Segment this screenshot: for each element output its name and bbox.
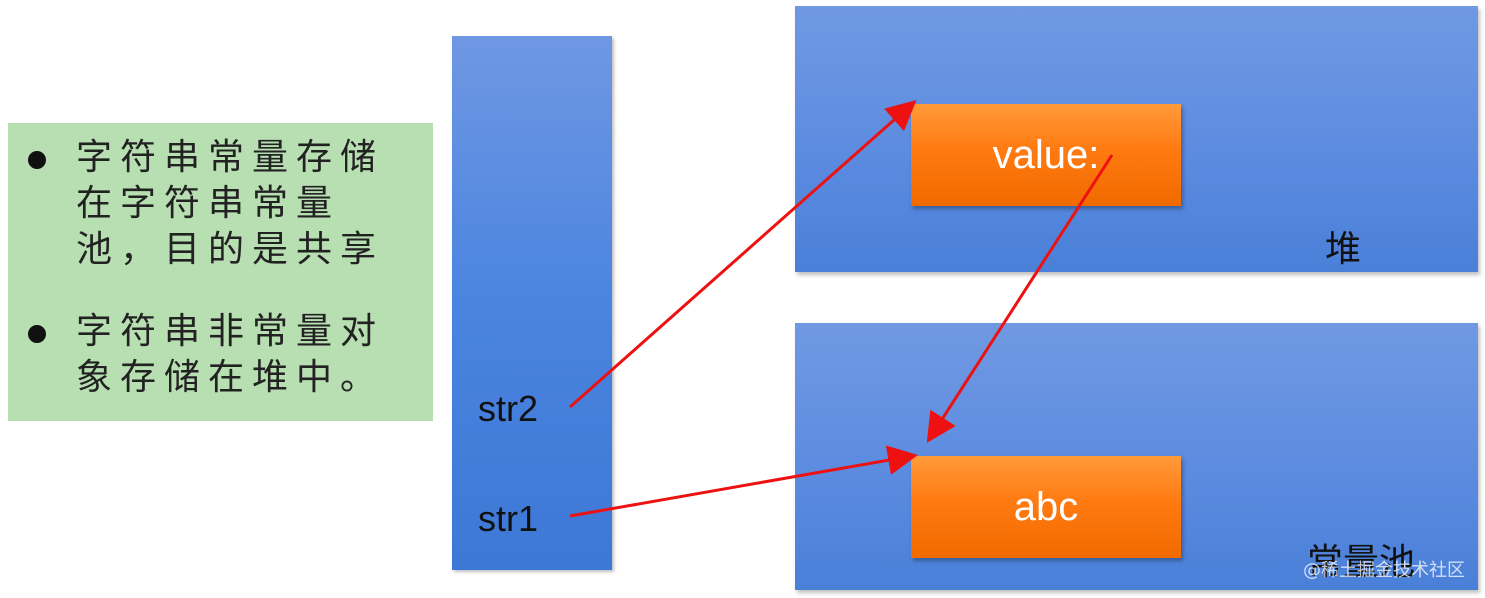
stack-var-str1: str1 <box>478 498 539 539</box>
stack-var-str2: str2 <box>478 388 539 429</box>
heap-region: value: 堆 <box>795 6 1478 272</box>
watermark: @稀土掘金技术社区 <box>1303 560 1465 581</box>
note-item: 字符串常量存储在字符串常量池，目的是共享 <box>28 135 417 273</box>
notes-panel: 字符串常量存储在字符串常量池，目的是共享 字符串非常量对象存储在堆中。 <box>8 123 433 421</box>
pool-abc-object: abc <box>911 456 1181 558</box>
note-item: 字符串非常量对象存储在堆中。 <box>28 309 417 401</box>
heap-label: 堆 <box>1325 229 1362 270</box>
note-text: 字符串常量存储在字符串常量池，目的是共享 <box>76 137 385 270</box>
stack-column: str2 str1 <box>452 36 612 570</box>
bullet-icon <box>28 325 46 343</box>
note-text: 字符串非常量对象存储在堆中。 <box>76 311 385 398</box>
constant-pool-label: 常量池 <box>1307 542 1416 583</box>
heap-value-object: value: <box>911 104 1181 206</box>
bullet-icon <box>28 151 46 169</box>
constant-pool-region: abc 常量池 <box>795 323 1478 590</box>
